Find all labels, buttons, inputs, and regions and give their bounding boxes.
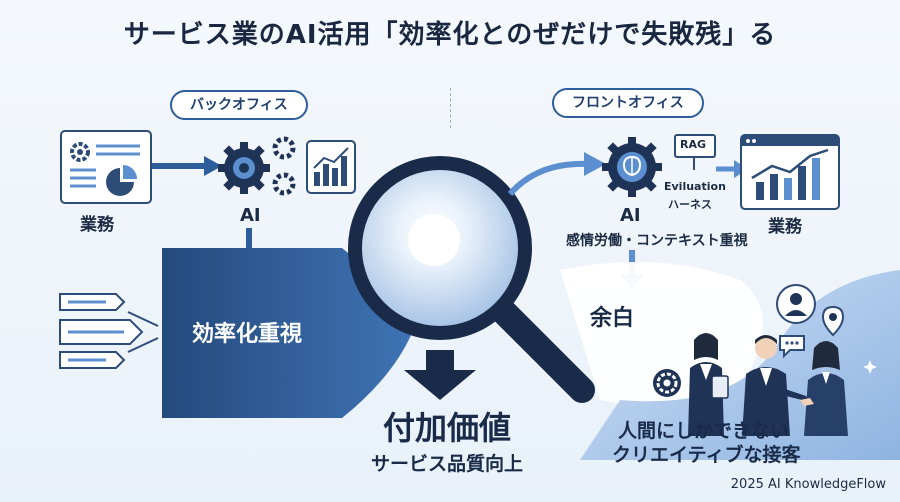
efficiency-panel xyxy=(162,248,412,418)
back-office-pill: バックオフィス xyxy=(170,90,308,120)
mini-chart-card xyxy=(306,140,356,194)
location-pin-icon xyxy=(821,305,845,337)
staff-people-illustration xyxy=(688,333,848,436)
rag-label: RAG xyxy=(680,138,707,151)
growth-chart-card xyxy=(740,134,840,210)
gear-icon xyxy=(218,136,296,196)
page-title: サービス業のAI活用「効率化とのぜだけで失敗残」る xyxy=(123,20,777,50)
back-office-work-label: 業務 xyxy=(80,215,114,235)
section-divider xyxy=(450,88,451,128)
added-value-subtitle: サービス品質向上 xyxy=(371,453,524,475)
chat-bubble-icon xyxy=(779,335,805,359)
front-office-pill: フロントオフィス xyxy=(552,88,704,118)
arrow-to-ai xyxy=(152,156,222,176)
service-gear-icon xyxy=(653,369,681,397)
harness-label: ハーネス xyxy=(668,198,712,211)
human-only-line-1: 人間にしかできない xyxy=(618,420,790,442)
human-only-line-2: クリエイティブな接客 xyxy=(612,444,801,466)
added-value-title: 付加価値 xyxy=(383,409,512,447)
efficiency-focus-label: 効率化重視 xyxy=(192,322,303,347)
document-icon xyxy=(70,142,140,196)
magnifier-icon xyxy=(348,156,595,403)
arrow-to-front-ai xyxy=(507,152,606,197)
evaluation-label: Eviluation xyxy=(664,180,726,193)
bar-chart-icon xyxy=(313,147,349,186)
back-office-ai-label: AI xyxy=(240,205,261,226)
brain-gear-icon xyxy=(602,137,662,197)
rag-card: RAG xyxy=(674,134,716,158)
front-office-ai-label: AI xyxy=(620,205,641,226)
front-office-work-label: 業務 xyxy=(768,217,802,237)
rag-connector xyxy=(693,156,695,170)
credit-text: 2025 AI KnowledgeFlow xyxy=(730,477,886,492)
work-document-card xyxy=(60,130,152,204)
arrow-down-center xyxy=(404,350,476,400)
margin-label: 余白 xyxy=(590,306,635,331)
line-chart-icon xyxy=(742,136,838,200)
user-profile-icon xyxy=(776,284,816,324)
task-cards-icon xyxy=(59,293,159,369)
front-office-ai-caption: 感情労働・コンテキスト重視 xyxy=(566,233,748,249)
